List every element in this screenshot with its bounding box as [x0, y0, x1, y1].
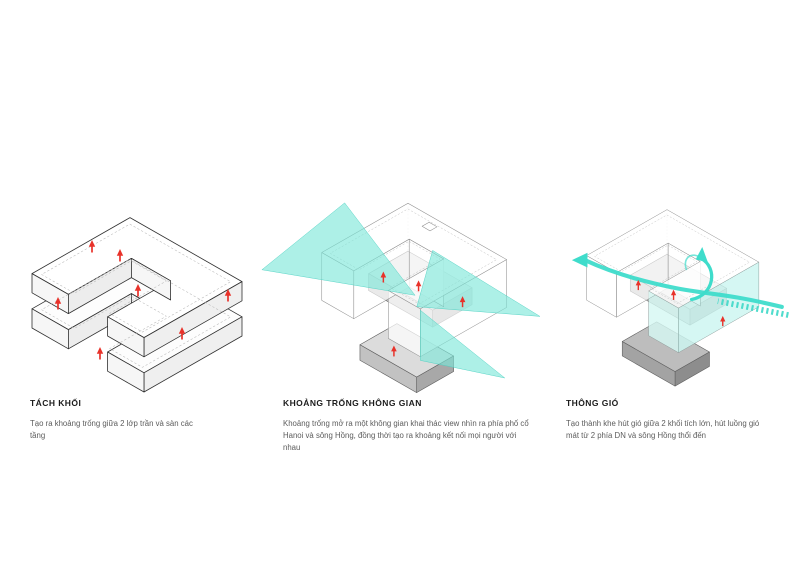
wind-flow: [571, 247, 789, 318]
panel-thong-gio-caption: THÔNG GIÓ Tạo thành khe hút gió giữa 2 k…: [566, 398, 764, 442]
panel-title: KHOẢNG TRỐNG KHÔNG GIAN: [283, 398, 422, 408]
wind-stripes-icon: [717, 298, 789, 318]
panel-khoang-trong-caption: KHOẢNG TRỐNG KHÔNG GIAN Khoảng trống mở …: [283, 398, 531, 454]
panel-tach-khoi-caption: TÁCH KHỐI Tạo ra khoảng trống giữa 2 lớp…: [30, 398, 210, 442]
wind-arrowhead-icon: [571, 252, 588, 268]
upper-slab: [31, 217, 243, 358]
panel-description: Tạo ra khoảng trống giữa 2 lớp trần và s…: [30, 419, 193, 441]
thong-gio-diagram: [571, 209, 789, 387]
wind-arrow-icon: [582, 258, 784, 309]
panel-description: Tạo thành khe hút gió giữa 2 khối tích l…: [566, 419, 760, 441]
view-cone-icon: [420, 310, 506, 379]
panel-title: TÁCH KHỐI: [30, 398, 82, 408]
panel-title: THÔNG GIÓ: [566, 398, 619, 408]
khoang-trong-diagram: [261, 202, 541, 393]
recirculation-arrowhead-icon: [695, 247, 708, 263]
view-cone-icon: [416, 250, 541, 317]
view-cone-icon: [261, 202, 416, 296]
building-volume: [586, 209, 760, 353]
panel-description: Khoảng trống mở ra một không gian khai t…: [283, 419, 529, 453]
tach-khoi-diagram: [31, 217, 243, 393]
hidden-edge-dashes: [41, 223, 231, 368]
base-slab-front: [621, 321, 710, 387]
view-cones: [261, 202, 541, 379]
